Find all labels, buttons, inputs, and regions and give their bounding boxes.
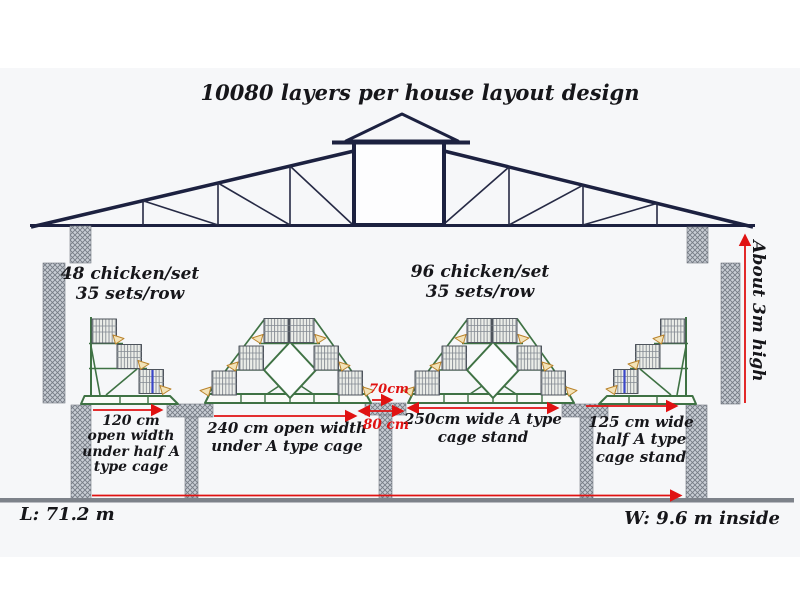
house-width-label: W: 9.6 m inside [624,508,780,529]
dim-line: half A type [595,430,687,449]
dim-line: under A type cage [211,436,363,455]
dimension-label-240cm: 240 cm open width under A type cage [204,419,370,455]
dimension-arrows [92,233,752,502]
capacity-line: 35 sets/row [425,282,535,303]
a-type-cage-1 [200,319,374,404]
capacity-line: 48 chicken/set [60,264,200,284]
dim-line: 120 cm [102,413,160,429]
brick-pillars [42,225,741,500]
capacity-line: 96 chicken/set [410,262,550,282]
dimension-label-250cm: 250cm wide A type cage stand [400,410,566,446]
house-length-label: L: 71.2 m [20,504,115,525]
truss-pillar-right [686,226,709,264]
half-a-type-cage-right [599,317,696,404]
dim-line: 240 cm open width [207,419,367,437]
half-a-type-cage-left [81,317,178,404]
floor-line [0,498,794,503]
left-cage-capacity-note: 48 chicken/set 35 sets/row [57,264,203,304]
diagram-title: 10080 layers per house layout design [200,80,640,105]
dim-line: 250cm wide A type [404,410,562,428]
capacity-line: 35 sets/row [75,284,185,305]
dim-line: cage stand [437,427,529,446]
dimension-label-70cm: 70cm [369,382,409,397]
dim-line: open width [87,428,175,445]
truss-pillar-left [69,225,92,264]
dimension-label-80cm: 80 cm [363,417,409,433]
ridge-vent [332,112,470,226]
side-wall-left [42,262,66,404]
dim-line: type cage [93,459,169,476]
dim-line: 125 cm wide [588,413,694,431]
a-type-cage-2 [403,319,577,404]
right-cage-capacity-note: 96 chicken/set 35 sets/row [405,262,555,302]
side-wall-right [720,262,741,405]
dimension-label-120cm: 120 cm open width under half A type cage [68,413,194,476]
dim-line: under half A [82,443,180,460]
roof-truss [30,112,755,229]
dimension-label-125cm: 125 cm wide half A type cage stand [568,413,714,466]
dim-line: cage stand [595,447,687,466]
height-note: About 3m high [748,240,768,382]
